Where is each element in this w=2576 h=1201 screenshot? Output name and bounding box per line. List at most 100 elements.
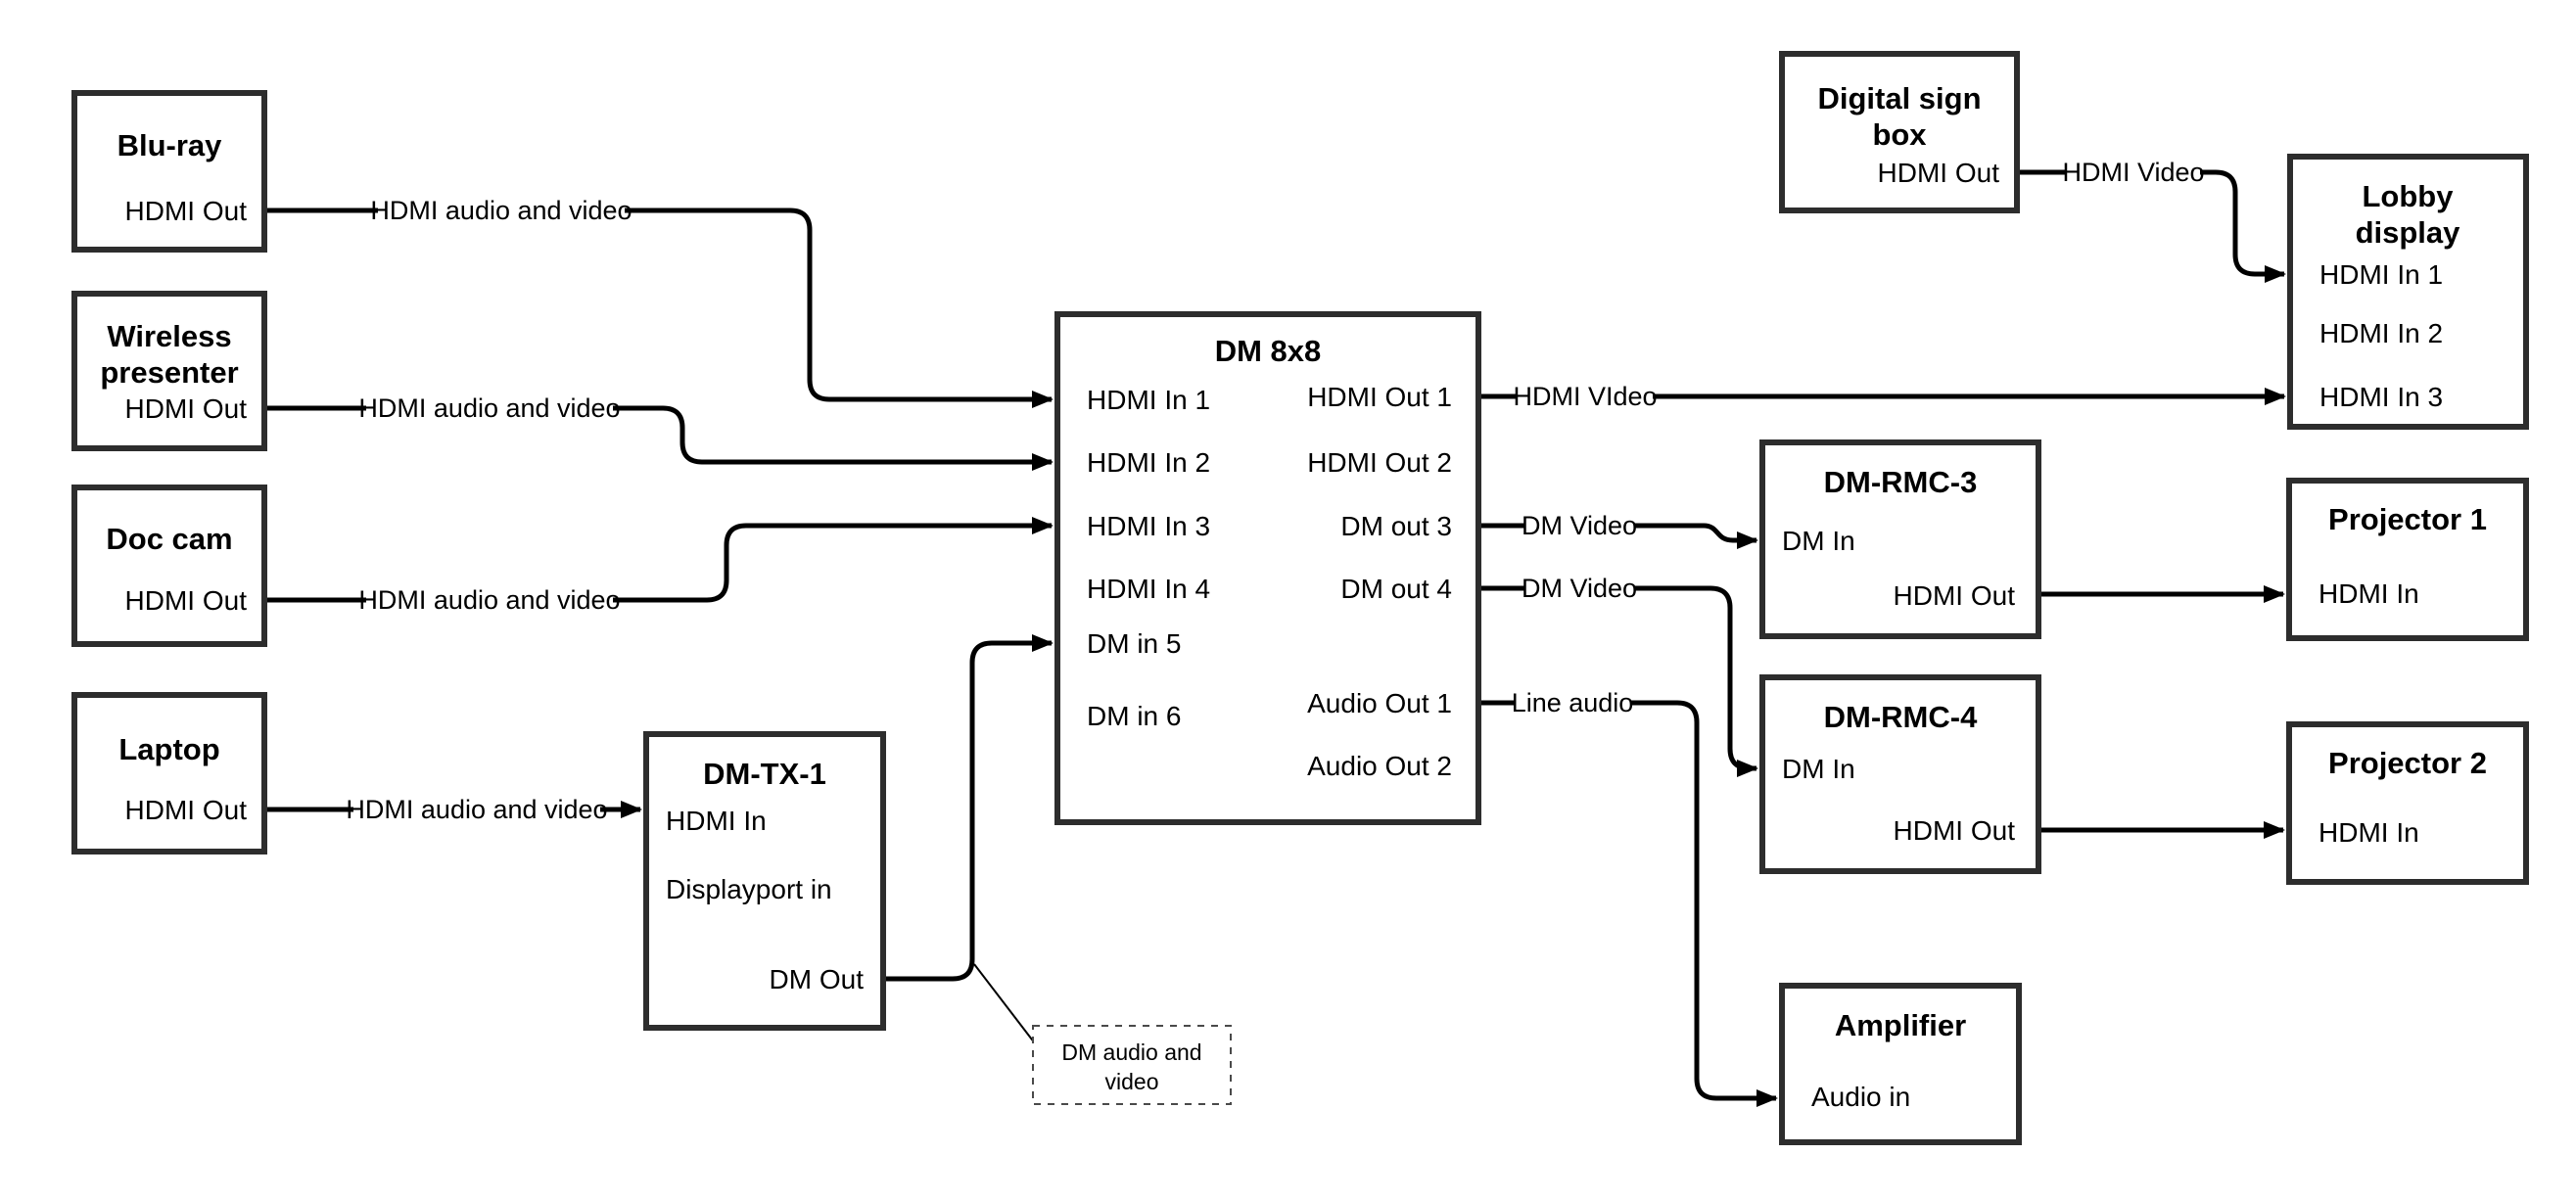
wire-label-dm-video-2: DM Video bbox=[1522, 574, 1637, 603]
dm8x8-port-dm-in-6: DM in 6 bbox=[1087, 701, 1181, 731]
lobby-title-line1: Lobby bbox=[2363, 179, 2455, 213]
label-bg bbox=[353, 793, 600, 826]
dm8x8-port-hdmi-in-3: HDMI In 3 bbox=[1087, 511, 1210, 541]
dmrmc4-box bbox=[1759, 674, 2041, 874]
wire-label-line-audio: Line audio bbox=[1512, 688, 1634, 717]
dm8x8-port-hdmi-in-1: HDMI In 1 bbox=[1087, 385, 1210, 415]
dm8x8-box bbox=[1054, 311, 1481, 825]
node-dmtx1: DM-TX-1 HDMI In Displayport in DM Out bbox=[643, 731, 886, 1031]
wireless-box bbox=[71, 291, 267, 451]
dmtx1-title: DM-TX-1 bbox=[703, 757, 826, 791]
wire-label-hdmi-av-2: HDMI audio and video bbox=[358, 393, 620, 423]
node-projector1: Projector 1 HDMI In bbox=[2286, 478, 2529, 641]
dmtx1-port-displayport-in: Displayport in bbox=[666, 874, 832, 904]
wire-label-dm-video-1: DM Video bbox=[1522, 511, 1637, 540]
label-bg bbox=[378, 194, 625, 227]
doccam-port-hdmi-out: HDMI Out bbox=[125, 585, 248, 616]
note-box bbox=[1032, 1025, 1232, 1105]
wire-dm8x8-out4-to-dmrmc4 bbox=[1478, 585, 1758, 777]
wire-label-hdmi-av-1: HDMI audio and video bbox=[370, 196, 632, 225]
bluray-box bbox=[71, 90, 267, 253]
label-bg bbox=[1514, 686, 1631, 719]
lobby-box bbox=[2287, 154, 2529, 430]
node-laptop: Laptop HDMI Out bbox=[71, 692, 267, 855]
label-bg bbox=[1524, 509, 1634, 542]
proj2-title: Projector 2 bbox=[2328, 746, 2487, 780]
digitalsign-title-line1: Digital sign bbox=[1817, 81, 1981, 115]
lobby-port-hdmi-in-2: HDMI In 2 bbox=[2319, 318, 2443, 348]
dmtx1-box bbox=[643, 731, 886, 1031]
node-wireless-presenter: Wireless presenter HDMI Out bbox=[71, 291, 267, 451]
bluray-title: Blu-ray bbox=[117, 128, 223, 162]
wire-dm8x8-out3-to-dmrmc3 bbox=[1478, 523, 1758, 549]
dmrmc4-port-hdmi-out: HDMI Out bbox=[1894, 815, 2016, 846]
note-text-line2: video bbox=[1105, 1069, 1159, 1094]
laptop-port-hdmi-out: HDMI Out bbox=[125, 795, 248, 825]
wireless-title-line1: Wireless bbox=[107, 319, 231, 353]
proj1-title: Projector 1 bbox=[2328, 502, 2487, 536]
dm8x8-port-hdmi-out-1: HDMI Out 1 bbox=[1307, 382, 1452, 412]
digitalsign-port-hdmi-out: HDMI Out bbox=[1878, 158, 2000, 188]
wire-dmtx1-to-dm8x8-in5 bbox=[883, 634, 1054, 982]
node-dmrmc3: DM-RMC-3 DM In HDMI Out bbox=[1759, 439, 2041, 639]
dm8x8-port-hdmi-in-2: HDMI In 2 bbox=[1087, 447, 1210, 478]
label-bg bbox=[366, 392, 613, 425]
dm8x8-port-dm-in-5: DM in 5 bbox=[1087, 628, 1181, 659]
dmrmc4-port-dm-in: DM In bbox=[1782, 754, 1855, 784]
doccam-box bbox=[71, 485, 267, 647]
node-projector2: Projector 2 HDMI In bbox=[2286, 721, 2529, 885]
label-bg bbox=[2067, 156, 2200, 189]
dmtx1-port-dm-out: DM Out bbox=[770, 964, 865, 994]
dmrmc3-port-dm-in: DM In bbox=[1782, 526, 1855, 556]
dm8x8-title: DM 8x8 bbox=[1215, 334, 1322, 368]
dm8x8-port-hdmi-out-2: HDMI Out 2 bbox=[1307, 447, 1452, 478]
dmtx1-port-hdmi-in: HDMI In bbox=[666, 806, 767, 836]
dmrmc4-title: DM-RMC-4 bbox=[1824, 700, 1978, 734]
label-bg bbox=[1524, 572, 1634, 605]
dm8x8-port-audio-out-2: Audio Out 2 bbox=[1307, 751, 1452, 781]
wire-label-hdmi-video-caps: HDMI VIdeo bbox=[1513, 382, 1657, 411]
proj2-port-hdmi-in: HDMI In bbox=[2318, 817, 2419, 848]
wire-labels: HDMI audio and video HDMI audio and vide… bbox=[346, 156, 2205, 826]
wire-bluray-to-dm8x8-in1 bbox=[264, 208, 1054, 408]
proj1-box bbox=[2286, 478, 2529, 641]
node-dmrmc4: DM-RMC-4 DM In HDMI Out bbox=[1759, 674, 2041, 874]
lobby-title-line2: display bbox=[2356, 215, 2461, 250]
wireless-port-hdmi-out: HDMI Out bbox=[125, 393, 248, 424]
lobby-port-hdmi-in-1: HDMI In 1 bbox=[2319, 259, 2443, 290]
wire-digitalsign-to-lobby-in1 bbox=[2017, 169, 2286, 283]
dmrmc3-title: DM-RMC-3 bbox=[1824, 465, 1978, 499]
digitalsign-box bbox=[1779, 51, 2020, 213]
laptop-box bbox=[71, 692, 267, 855]
wire-doccam-to-dm8x8-in3 bbox=[264, 517, 1054, 603]
dmrmc3-port-hdmi-out: HDMI Out bbox=[1894, 580, 2016, 611]
wire-wireless-to-dm8x8-in2 bbox=[264, 405, 1054, 471]
digitalsign-title-line2: box bbox=[1872, 117, 1927, 152]
dm8x8-port-hdmi-in-4: HDMI In 4 bbox=[1087, 574, 1210, 604]
note-leader-line bbox=[973, 963, 1036, 1044]
wireless-title-line2: presenter bbox=[100, 355, 238, 390]
wire-label-hdmi-av-3: HDMI audio and video bbox=[358, 585, 620, 615]
dm8x8-port-audio-out-1: Audio Out 1 bbox=[1307, 688, 1452, 718]
dm8x8-port-dm-out-3: DM out 3 bbox=[1340, 511, 1452, 541]
node-lobby-display: Lobby display HDMI In 1 HDMI In 2 HDMI I… bbox=[2287, 154, 2529, 430]
wire-label-hdmi-av-4: HDMI audio and video bbox=[346, 795, 607, 824]
note-dm-audio-video: DM audio and video bbox=[1032, 1025, 1232, 1105]
proj1-port-hdmi-in: HDMI In bbox=[2318, 578, 2419, 609]
amplifier-title: Amplifier bbox=[1835, 1008, 1966, 1042]
amplifier-port-audio-in: Audio in bbox=[1811, 1082, 1910, 1112]
amplifier-box bbox=[1779, 983, 2022, 1145]
dm8x8-port-dm-out-4: DM out 4 bbox=[1340, 574, 1452, 604]
bluray-port-hdmi-out: HDMI Out bbox=[125, 196, 248, 226]
laptop-title: Laptop bbox=[118, 732, 219, 766]
note-text-line1: DM audio and bbox=[1061, 1039, 1201, 1065]
node-doc-cam: Doc cam HDMI Out bbox=[71, 485, 267, 647]
node-digital-sign-box: Digital sign box HDMI Out bbox=[1779, 51, 2020, 213]
label-bg bbox=[1518, 380, 1653, 413]
node-amplifier: Amplifier Audio in bbox=[1779, 983, 2022, 1145]
node-bluray: Blu-ray HDMI Out bbox=[71, 90, 267, 253]
dmrmc3-box bbox=[1759, 439, 2041, 639]
lobby-port-hdmi-in-3: HDMI In 3 bbox=[2319, 382, 2443, 412]
